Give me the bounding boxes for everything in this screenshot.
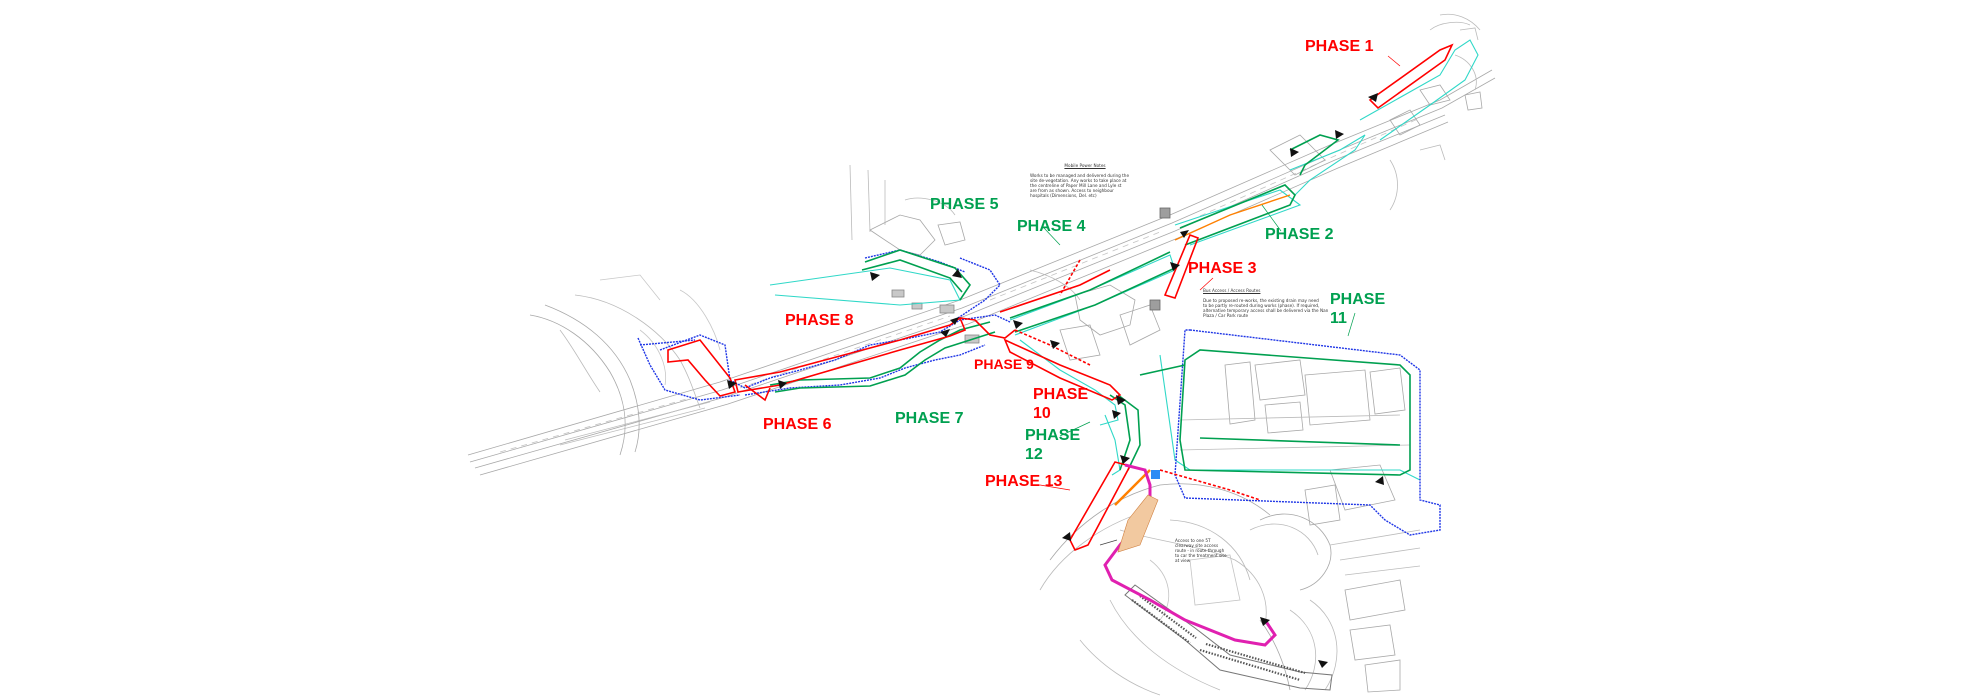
bus-access-note-body: Due to proposed re-works, the existing d… bbox=[1203, 298, 1329, 318]
arrow-icon bbox=[940, 329, 950, 337]
arrow-icon bbox=[1290, 148, 1299, 157]
phase-8-label: PHASE 8 bbox=[785, 312, 854, 329]
phase-9-label: PHASE 9 bbox=[974, 356, 1034, 372]
arrow-icon bbox=[1180, 230, 1189, 238]
phase-7-label: PHASE 7 bbox=[895, 410, 964, 427]
bus-access-note-title: Bus Access / Access Routes bbox=[1203, 288, 1261, 293]
arrow-icon bbox=[1120, 455, 1130, 464]
arrow-icon bbox=[727, 380, 737, 389]
arrow-icon bbox=[1062, 532, 1071, 541]
arrow-icon bbox=[950, 317, 959, 325]
arrow-icon bbox=[870, 272, 880, 281]
green-phase-outlines bbox=[769, 134, 1411, 476]
temporary-route-orange bbox=[1114, 194, 1291, 506]
phase-11-label: PHASE 11 bbox=[1330, 291, 1386, 327]
bus-access-note: Bus Access / Access Routes Due to propos… bbox=[1203, 283, 1333, 323]
arrow-icon bbox=[1318, 660, 1328, 668]
direction-arrows bbox=[727, 93, 1384, 668]
site-compound bbox=[1117, 494, 1159, 553]
arrow-icon bbox=[1368, 93, 1378, 102]
phase-12-label: PHASE 12 bbox=[1025, 427, 1081, 463]
arrow-icon bbox=[952, 269, 962, 278]
label-leaders bbox=[1039, 55, 1401, 546]
arrow-icon bbox=[1260, 617, 1270, 626]
arrow-icon bbox=[1112, 410, 1121, 419]
haul-route-magenta bbox=[1103, 463, 1277, 647]
arrow-icon bbox=[1116, 395, 1126, 405]
arrow-icon bbox=[1170, 262, 1180, 271]
phase-4-label: PHASE 4 bbox=[1017, 218, 1086, 235]
phase-10-label: PHASE 10 bbox=[1033, 386, 1089, 422]
mobile-power-note: Mobile Power Notes Works to be managed a… bbox=[1030, 158, 1140, 203]
phase-6-label: PHASE 6 bbox=[763, 416, 832, 433]
arrow-icon bbox=[1335, 130, 1344, 139]
mobile-power-note-title: Mobile Power Notes bbox=[1064, 163, 1106, 168]
access-road-note-body: Access to one 5T clearway site access ro… bbox=[1175, 538, 1227, 563]
access-road-note: Access to one 5T clearway site access ro… bbox=[1175, 533, 1235, 568]
arrow-icon bbox=[1013, 320, 1023, 329]
mobile-power-note-body: Works to be managed and delivered during… bbox=[1030, 173, 1130, 198]
red-phase-outlines bbox=[667, 43, 1454, 552]
phase-1-label: PHASE 1 bbox=[1305, 38, 1374, 55]
arrow-icon bbox=[778, 380, 787, 389]
arrow-icon bbox=[1375, 476, 1384, 485]
phase-13-label: PHASE 13 bbox=[985, 473, 1063, 490]
site-office-marker bbox=[1151, 470, 1160, 479]
arrow-icon bbox=[1050, 340, 1060, 349]
phase-3-label: PHASE 3 bbox=[1188, 260, 1257, 277]
phase-2-label: PHASE 2 bbox=[1265, 226, 1334, 243]
phase-5-label: PHASE 5 bbox=[930, 196, 999, 213]
